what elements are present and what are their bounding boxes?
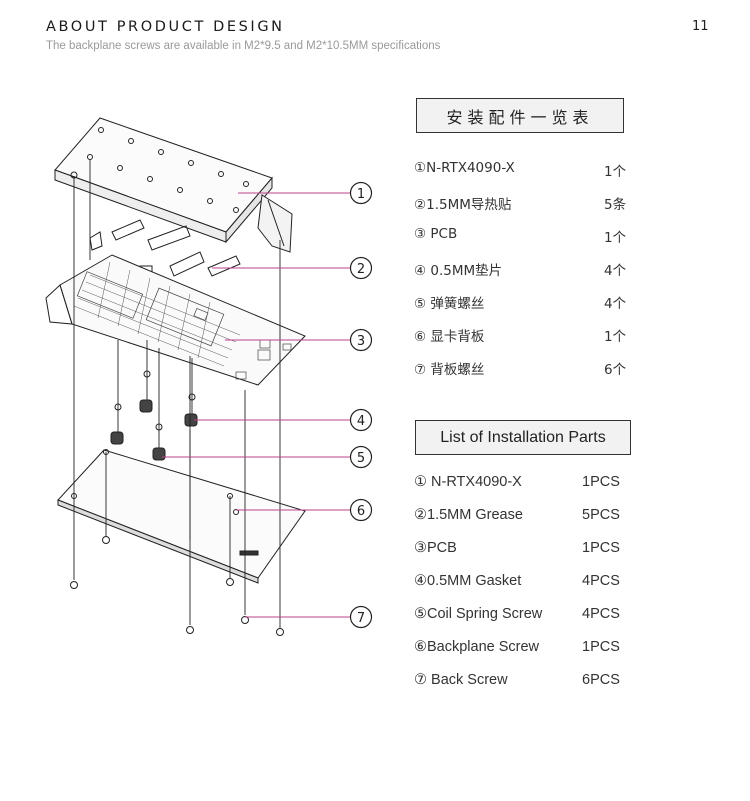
part-qty: 4PCS (582, 606, 620, 622)
callout-2-label: 2 (357, 262, 365, 277)
springs-part (110, 370, 198, 461)
callout-5-label: 5 (357, 451, 365, 466)
callout-7-circle (349, 605, 373, 629)
part-name: ⑦ Back Screw (414, 672, 508, 688)
part-qty: 6个 (604, 362, 627, 378)
part-name: ⑤Coil Spring Screw (414, 606, 543, 622)
part-name: ①N-RTX4090-X (414, 160, 515, 176)
part-name: ②1.5MM Grease (414, 507, 523, 523)
callout-2-circle (349, 256, 373, 280)
callout-5-circle (349, 445, 373, 469)
pcb-part (45, 254, 306, 386)
part-name: ⑥ 显卡背板 (414, 329, 485, 345)
backplate-part (57, 449, 306, 584)
back-screws-part (70, 536, 284, 636)
part-qty: 4PCS (582, 573, 620, 589)
parts-list-en-title: List of Installation Parts (415, 420, 631, 455)
part-name: ④0.5MM Gasket (414, 573, 522, 589)
waterblock-part (54, 117, 293, 253)
page-number: 11 (692, 19, 709, 34)
callout-7-label: 7 (357, 611, 365, 626)
callout-6-circle (349, 498, 373, 522)
part-qty: 1PCS (582, 540, 620, 556)
callout-3-label: 3 (357, 334, 365, 349)
parts-list-cn-title: 安装配件一览表 (416, 98, 624, 133)
part-name: ⑦ 背板螺丝 (414, 362, 485, 378)
part-qty: 5PCS (582, 507, 620, 523)
callout-1-circle (349, 181, 373, 205)
part-qty: 1PCS (582, 639, 620, 655)
callout-4-circle (349, 408, 373, 432)
part-qty: 1个 (604, 230, 627, 246)
callout-6-label: 6 (357, 504, 365, 519)
part-qty: 1PCS (582, 474, 620, 490)
part-qty: 1个 (604, 164, 627, 180)
part-name: ⑥Backplane Screw (414, 639, 540, 655)
part-qty: 4个 (604, 296, 627, 312)
part-name: ① N-RTX4090-X (414, 474, 522, 490)
part-name: ⑤ 弹簧螺丝 (414, 296, 485, 312)
part-name: ③ PCB (414, 226, 458, 242)
part-qty: 4个 (604, 263, 627, 279)
part-name: ④ 0.5MM垫片 (414, 263, 503, 279)
part-name: ②1.5MM导热贴 (414, 197, 512, 213)
callout-3-circle (349, 328, 373, 352)
page-title: ABOUT PRODUCT DESIGN (46, 19, 285, 35)
page-subtitle: The backplane screws are available in M2… (46, 40, 441, 52)
part-qty: 5条 (604, 197, 627, 213)
callout-4-label: 4 (357, 414, 365, 429)
callout-1-label: 1 (357, 187, 365, 202)
thermal-pads-part (89, 219, 241, 277)
part-qty: 6PCS (582, 672, 620, 688)
part-name: ③PCB (414, 540, 457, 556)
part-qty: 1个 (604, 329, 627, 345)
